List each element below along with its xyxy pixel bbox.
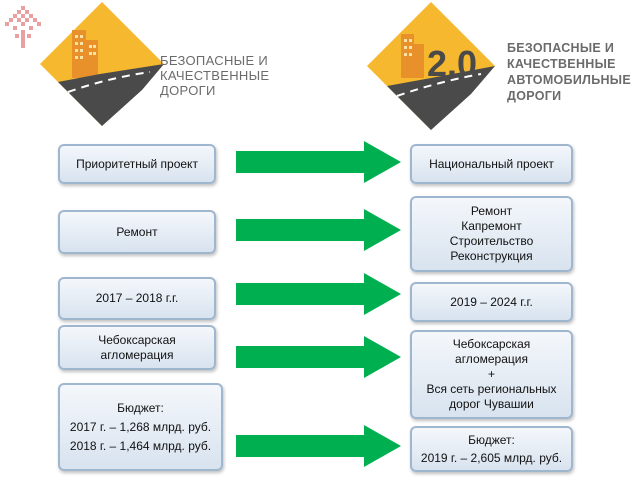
logo-title-line: КАЧЕСТВЕННЫЕ xyxy=(160,68,270,83)
right-box-work-type: Ремонт Капремонт Строительство Реконстру… xyxy=(410,196,573,272)
logo-title-line: БЕЗОПАСНЫЕ И xyxy=(160,53,268,68)
green-arrow-icon xyxy=(236,141,401,183)
box-text-line: Капремонт xyxy=(461,219,522,233)
left-box-area: Чебоксарская агломерация xyxy=(58,325,216,370)
left-box-project-status: Приоритетный проект xyxy=(58,144,216,184)
box-text-line: Чебоксарская xyxy=(452,337,531,351)
logo-title-left: БЕЗОПАСНЫЕ И КАЧЕСТВЕННЫЕ ДОРОГИ xyxy=(160,53,269,98)
left-box-budget: Бюджет: 2017 г. – 1,268 млрд. руб. 2018 … xyxy=(58,383,223,471)
box-text-line: Национальный проект xyxy=(429,156,554,171)
box-text-line: Реконструкция xyxy=(450,249,533,263)
box-text-line: агломерация xyxy=(455,352,528,366)
road-logo-icon xyxy=(40,2,164,126)
box-text-line: Ремонт xyxy=(116,224,158,239)
green-arrow-icon xyxy=(236,336,401,378)
box-text-line: Ремонт xyxy=(470,204,513,218)
logo-title-line: ДОРОГИ xyxy=(507,89,562,103)
right-box-area: Чебоксарская агломерация + Вся сеть реги… xyxy=(410,330,573,419)
green-arrow-icon xyxy=(236,209,401,251)
box-text-line: 2019 г. – 2,605 млрд. руб. xyxy=(420,451,563,465)
logo-title-line: ДОРОГИ xyxy=(160,83,216,98)
box-text-line: 2018 г. – 1,464 млрд. руб. xyxy=(69,438,212,453)
box-text-line: Строительство xyxy=(449,234,534,248)
right-box-period: 2019 – 2024 г.г. xyxy=(410,282,573,322)
logo-title-line: АВТОМОБИЛЬНЫЕ xyxy=(507,73,631,87)
left-box-work-type: Ремонт xyxy=(58,210,216,254)
road-logo-2-icon: 2.0 xyxy=(367,2,495,130)
box-text-line: 2017 – 2018 г.г. xyxy=(95,291,179,305)
green-arrow-icon xyxy=(236,273,401,315)
box-text-line: 2017 г. – 1,268 млрд. руб. xyxy=(69,419,212,434)
box-text-line: Чебоксарская xyxy=(98,332,176,347)
box-text-line: 2019 – 2024 г.г. xyxy=(450,294,533,309)
box-text-line: Бюджет: xyxy=(468,433,515,447)
left-box-period: 2017 – 2018 г.г. xyxy=(58,277,216,320)
ornament-icon xyxy=(5,6,41,48)
box-text-line: + xyxy=(487,367,495,381)
right-box-budget: Бюджет: 2019 г. – 2,605 млрд. руб. xyxy=(410,426,573,472)
logo-title-right: БЕЗОПАСНЫЕ И КАЧЕСТВЕННЫЕ АВТОМОБИЛЬНЫЕ … xyxy=(507,40,631,104)
box-text-line: Бюджет: xyxy=(117,400,164,415)
green-arrow-icon xyxy=(236,425,401,467)
box-text-line: дорог Чувашии xyxy=(449,397,534,411)
box-text-line: Вся сеть региональных xyxy=(426,382,557,396)
logo-title-line: КАЧЕСТВЕННЫЕ xyxy=(507,57,616,71)
box-text-line: агломерация xyxy=(100,347,174,362)
box-text-line: Приоритетный проект xyxy=(76,156,198,171)
logo-title-line: БЕЗОПАСНЫЕ И xyxy=(507,41,615,55)
right-box-project-status: Национальный проект xyxy=(410,144,573,184)
